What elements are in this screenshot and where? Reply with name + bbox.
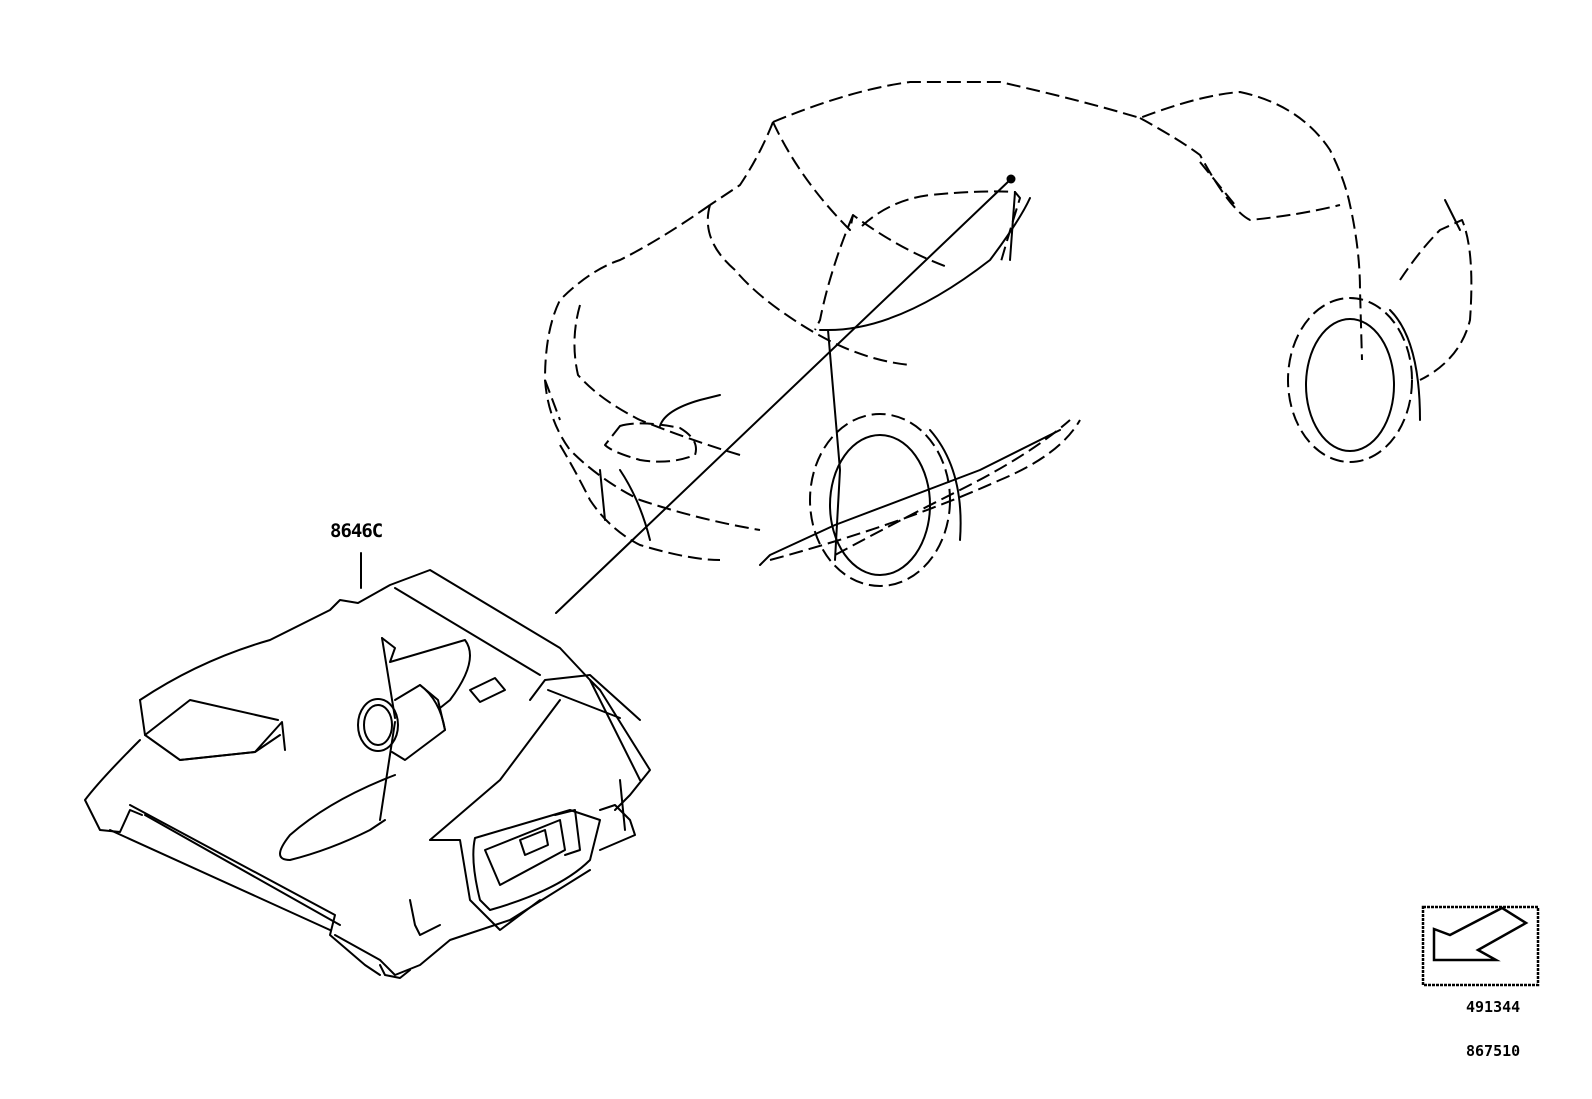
leader-line <box>555 178 1012 614</box>
part-callout-8646c: 8646C <box>330 520 383 542</box>
front-arrow-icon <box>1421 905 1540 987</box>
location-dot <box>1006 174 1016 184</box>
direction-code: 491344 <box>1466 998 1521 1016</box>
illustration-number: 867510 <box>1466 1042 1521 1060</box>
camera-module <box>84 569 651 979</box>
vehicle-outline <box>544 81 1473 587</box>
